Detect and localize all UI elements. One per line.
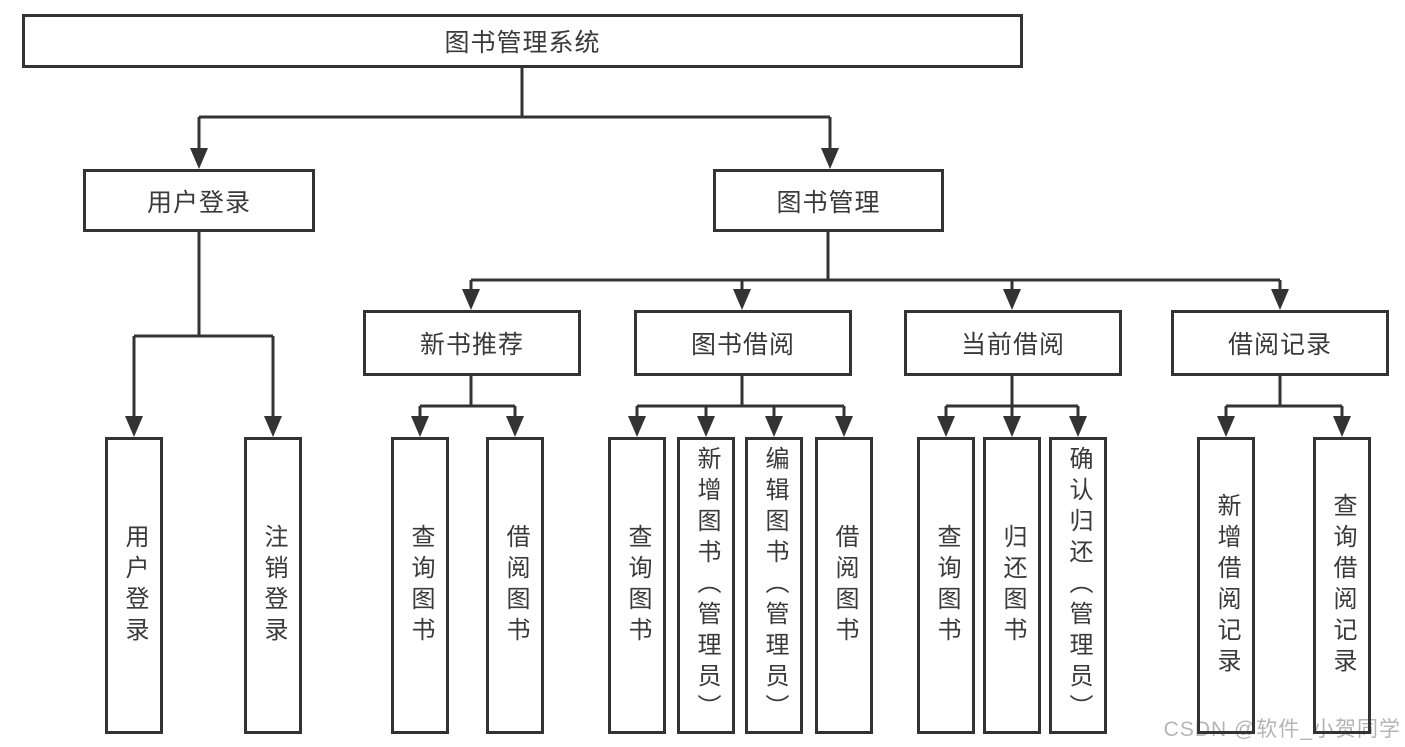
node-borrowing-records: 借阅记录 [1171,310,1389,376]
leaf-confirm-return-admin: 确认归还（管理员） [1049,437,1107,734]
leaf-query-books-1: 查询图书 [391,437,449,734]
node-new-book-recommend: 新书推荐 [363,310,581,376]
node-new-book-recommend-label: 新书推荐 [419,331,524,359]
leaf-add-borrow-record: 新增借阅记录 [1197,437,1255,734]
leaf-borrow-books-1: 借阅图书 [486,437,544,734]
connector-borrowing-records-to-leaves [1224,376,1344,418]
leaf-logout: 注销登录 [244,437,302,734]
csdn-watermark: CSDN @软件_小贺同学 [1163,718,1401,741]
node-library-management-system-label: 图书管理系统 [444,29,601,57]
leaf-logout-label: 注销登录 [260,523,287,648]
connector-current-borrowing-to-leaves [944,376,1080,418]
connector-book-borrowing-to-leaves [635,376,846,418]
leaf-user-login: 用户登录 [105,437,163,734]
leaf-borrow-books-2: 借阅图书 [815,437,873,734]
connector-book-mgmt-to-level3 [469,232,1282,291]
leaf-return-books: 归还图书 [983,437,1041,734]
node-user-login: 用户登录 [83,169,315,232]
leaf-return-books-label: 归还图书 [999,523,1026,648]
leaf-query-books-3: 查询图书 [917,437,975,734]
leaf-add-books-admin: 新增图书（管理员） [677,437,735,734]
leaf-user-login-label: 用户登录 [121,523,148,648]
connector-root-to-level2 [197,68,832,150]
arrowheads [125,148,1351,437]
leaf-query-books-3-label: 查询图书 [933,523,960,648]
node-current-borrowing: 当前借阅 [904,310,1122,376]
node-borrowing-records-label: 借阅记录 [1227,331,1332,359]
leaf-add-borrow-record-label: 新增借阅记录 [1213,492,1240,679]
leaf-borrow-books-2-label: 借阅图书 [831,523,858,648]
leaf-edit-books-admin-label: 编辑图书（管理员） [761,446,788,725]
leaf-confirm-return-admin-label: 确认归还（管理员） [1065,446,1092,725]
node-book-borrowing-label: 图书借阅 [690,331,795,359]
connector-new-book-to-leaves [418,376,517,418]
leaf-query-borrow-record-label: 查询借阅记录 [1329,492,1356,679]
node-user-login-label: 用户登录 [146,188,251,217]
leaf-query-books-2-label: 查询图书 [624,523,651,648]
leaf-borrow-books-1-label: 借阅图书 [502,523,529,648]
node-book-borrowing: 图书借阅 [634,310,852,376]
leaf-query-borrow-record: 查询借阅记录 [1313,437,1371,734]
leaf-edit-books-admin: 编辑图书（管理员） [745,437,803,734]
leaf-add-books-admin-label: 新增图书（管理员） [693,446,720,725]
connector-user-login-to-leaves [132,232,275,418]
node-book-management: 图书管理 [713,169,944,232]
node-current-borrowing-label: 当前借阅 [960,331,1065,359]
node-library-management-system: 图书管理系统 [22,14,1023,68]
leaf-query-books-2: 查询图书 [608,437,666,734]
node-book-management-label: 图书管理 [776,188,881,217]
leaf-query-books-1-label: 查询图书 [407,523,434,648]
